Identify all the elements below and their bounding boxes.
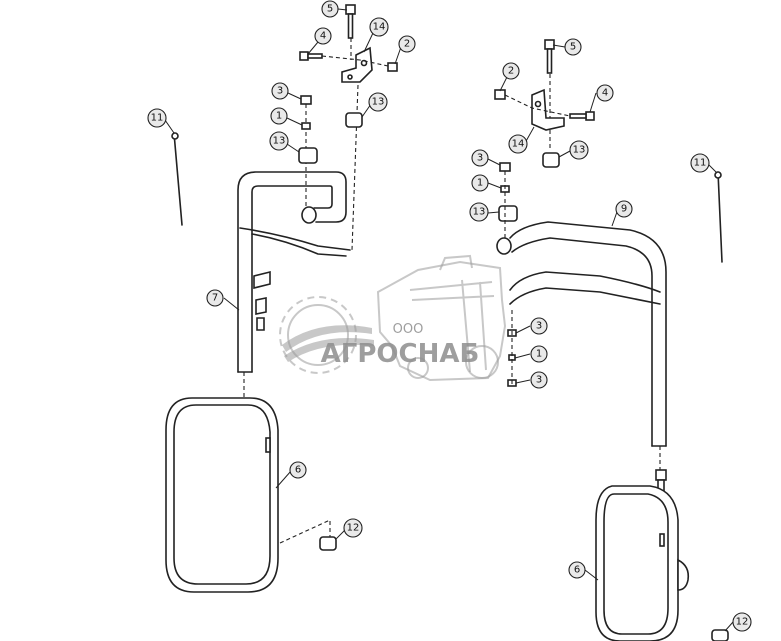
svg-text:13: 13 <box>372 97 385 108</box>
watermark-brand: АГРОСНАБ <box>321 339 480 369</box>
callout-right-5: 5 <box>564 38 582 56</box>
callout-right-1a: 1 <box>471 174 489 192</box>
callout-right-14: 14 <box>508 134 528 154</box>
cap-left <box>319 536 337 551</box>
callout-left-13b: 13 <box>368 92 388 112</box>
harvester-logo-icon <box>376 254 507 382</box>
callout-right-2: 2 <box>502 62 520 80</box>
clamp-left <box>253 270 271 331</box>
nut-right-2 <box>494 89 506 100</box>
bolt-left <box>345 4 356 39</box>
svg-text:5: 5 <box>570 42 576 53</box>
svg-text:11: 11 <box>694 158 707 169</box>
callout-right-13a: 13 <box>569 140 589 160</box>
cable-tie-right <box>714 171 723 263</box>
nut-right-3a <box>499 162 511 172</box>
svg-text:2: 2 <box>508 66 514 77</box>
bracket-left <box>341 46 373 83</box>
mirror-arm-left <box>237 171 351 373</box>
svg-text:12: 12 <box>736 617 749 628</box>
svg-text:1: 1 <box>477 178 483 189</box>
svg-text:4: 4 <box>320 31 326 42</box>
bushing-right-13b <box>498 205 518 222</box>
watermark-prefix: ООО <box>393 322 424 337</box>
side-bolt-right <box>569 111 595 121</box>
mirror-right <box>595 485 690 641</box>
svg-text:11: 11 <box>151 113 164 124</box>
svg-text:1: 1 <box>536 349 542 360</box>
right-mirror-assembly <box>494 39 729 641</box>
svg-text:6: 6 <box>295 465 301 476</box>
svg-text:3: 3 <box>536 321 542 332</box>
svg-text:3: 3 <box>536 375 542 386</box>
side-bolt-left <box>299 51 323 61</box>
svg-text:4: 4 <box>602 88 608 99</box>
svg-text:9: 9 <box>621 204 627 215</box>
svg-text:7: 7 <box>212 293 218 304</box>
callout-right-6: 6 <box>568 561 586 579</box>
cap-right <box>711 629 729 641</box>
callout-right-3b: 3 <box>530 317 548 335</box>
mirror-arm-right <box>496 221 667 447</box>
callout-right-11: 11 <box>690 153 710 173</box>
callouts: 5 14 4 2 3 1 13 13 11 7 6 12 5 2 4 14 13… <box>147 0 752 632</box>
bushing-left-13a <box>298 147 318 164</box>
svg-text:14: 14 <box>512 139 525 150</box>
svg-text:2: 2 <box>404 39 410 50</box>
cable-tie-left <box>171 132 183 226</box>
callout-left-12: 12 <box>343 518 363 538</box>
svg-text:3: 3 <box>277 86 283 97</box>
callout-right-12: 12 <box>732 612 752 632</box>
gear-logo-icon <box>279 296 374 374</box>
bracket-right <box>531 88 565 131</box>
callout-right-4: 4 <box>596 84 614 102</box>
callout-left-1: 1 <box>270 107 288 125</box>
nut-left-3 <box>300 95 312 105</box>
callout-left-11: 11 <box>147 108 167 128</box>
callout-left-13a: 13 <box>269 131 289 151</box>
svg-text:13: 13 <box>473 207 486 218</box>
callout-left-6: 6 <box>289 461 307 479</box>
washer-left-1 <box>301 122 311 130</box>
callout-left-2: 2 <box>398 35 416 53</box>
watermark: ООО АГРОСНАБ <box>279 254 507 382</box>
callout-right-3a: 3 <box>471 149 489 167</box>
nut-left-2 <box>387 62 398 72</box>
connector-right <box>655 446 667 495</box>
left-mirror-assembly <box>165 4 398 593</box>
callout-left-7: 7 <box>206 289 224 307</box>
svg-text:3: 3 <box>477 153 483 164</box>
bushing-right-13a <box>542 152 560 168</box>
svg-text:14: 14 <box>373 22 386 33</box>
callout-left-3: 3 <box>271 82 289 100</box>
callout-right-3c: 3 <box>530 371 548 389</box>
svg-text:6: 6 <box>574 565 580 576</box>
svg-text:13: 13 <box>573 145 586 156</box>
svg-text:1: 1 <box>276 111 282 122</box>
svg-text:13: 13 <box>273 136 286 147</box>
callout-right-1b: 1 <box>530 345 548 363</box>
callout-left-14: 14 <box>369 17 389 37</box>
svg-text:5: 5 <box>327 4 333 15</box>
callout-left-4: 4 <box>314 27 332 45</box>
callout-right-13b: 13 <box>469 202 489 222</box>
mirror-left <box>165 397 279 593</box>
bushing-left-13b <box>345 112 363 128</box>
bolt-right <box>544 39 555 74</box>
callout-left-5: 5 <box>321 0 339 18</box>
callout-right-9: 9 <box>615 200 633 218</box>
svg-text:12: 12 <box>347 523 360 534</box>
